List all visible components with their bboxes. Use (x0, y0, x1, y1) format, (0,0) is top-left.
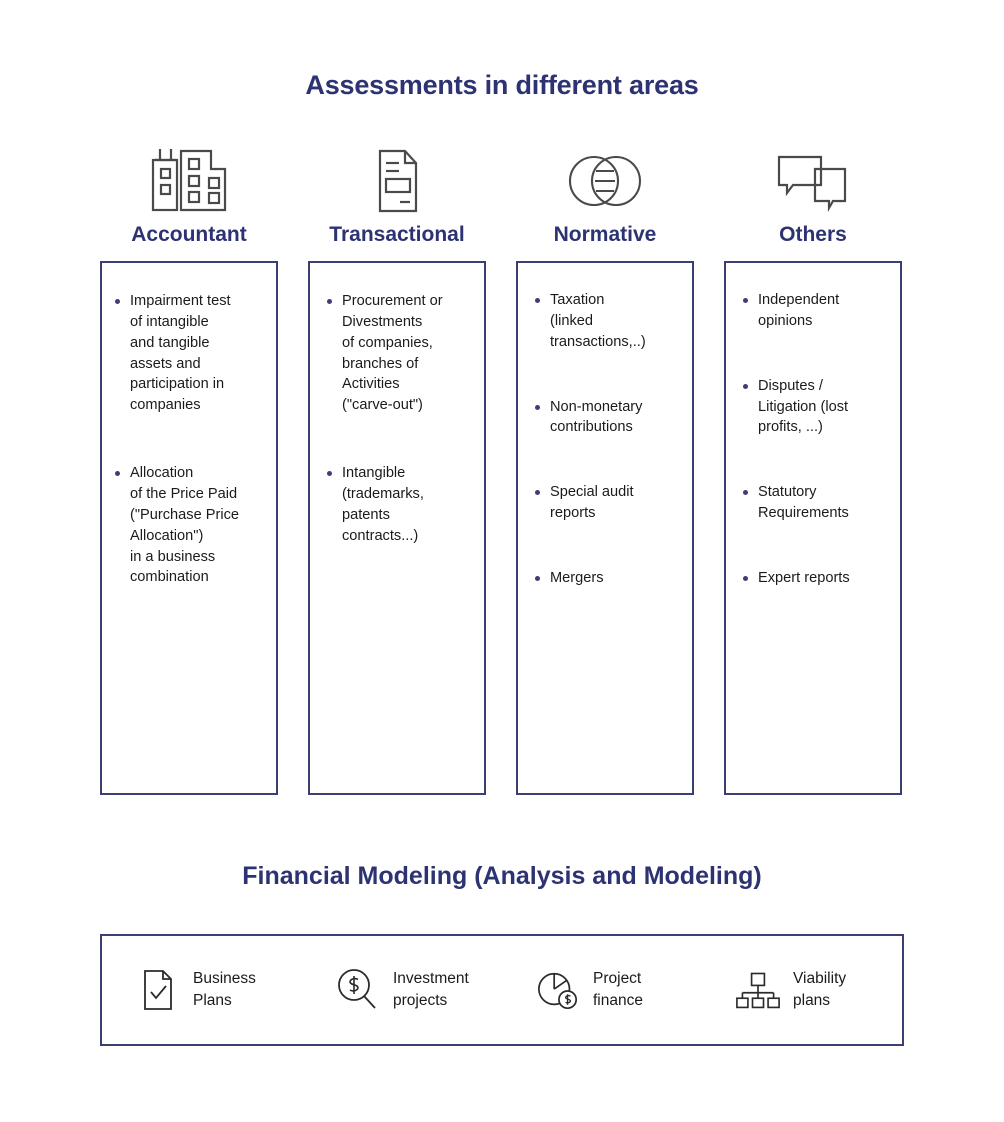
list-item: Impairment test of intangible and tangib… (112, 291, 266, 416)
column-card-normative: Taxation (linked transactions,..) Non-mo… (516, 261, 694, 795)
document-check-icon (136, 966, 180, 1014)
column-others: Others Independent opinions Disputes / L… (724, 145, 902, 795)
column-title-accountant: Accountant (131, 223, 247, 246)
org-chart-icon (736, 966, 780, 1014)
bottom-item-label: Investment projects (393, 969, 469, 1009)
column-transactional: Transactional Procurement or Divestments… (308, 145, 486, 795)
column-card-accountant: Impairment test of intangible and tangib… (100, 261, 278, 795)
magnifier-dollar-icon (336, 966, 380, 1014)
list-item: Statutory Requirements (740, 482, 890, 524)
bottom-item-label: Project finance (593, 969, 643, 1009)
column-card-transactional: Procurement or Divestments of companies,… (308, 261, 486, 795)
section-title-financial-modeling: Financial Modeling (Analysis and Modelin… (242, 862, 762, 890)
list-item: Allocation of the Price Paid ("Purchase … (112, 463, 266, 588)
bullet-list-normative: Taxation (linked transactions,..) Non-mo… (532, 290, 682, 589)
bullet-list-transactional: Procurement or Divestments of companies,… (324, 291, 474, 547)
column-card-others: Independent opinions Disputes / Litigati… (724, 261, 902, 795)
speech-bubbles-icon (724, 145, 902, 217)
column-title-transactional: Transactional (329, 223, 465, 246)
column-normative: Normative Taxation (linked transactions,… (516, 145, 694, 795)
bottom-item-viability-plans: Viability plans (702, 966, 902, 1014)
list-item: Procurement or Divestments of companies,… (324, 291, 474, 416)
page-title: Assessments in different areas (305, 70, 699, 100)
list-item: Intangible (trademarks, patents contract… (324, 463, 474, 546)
document-icon (308, 145, 486, 217)
office-buildings-icon (100, 145, 278, 217)
financial-modeling-bar: Business Plans Investment projects Proje (100, 934, 904, 1046)
bottom-item-label: Viability plans (793, 969, 847, 1009)
list-item: Non-monetary contributions (532, 397, 682, 439)
column-title-others: Others (779, 223, 847, 246)
list-item: Special audit reports (532, 482, 682, 524)
bottom-item-investment-projects: Investment projects (302, 966, 502, 1014)
list-item: Taxation (linked transactions,..) (532, 290, 682, 353)
bottom-item-business-plans: Business Plans (102, 966, 302, 1014)
bullet-list-others: Independent opinions Disputes / Litigati… (740, 290, 890, 589)
pie-chart-dollar-icon (536, 966, 580, 1014)
bullet-list-accountant: Impairment test of intangible and tangib… (112, 291, 266, 588)
list-item: Mergers (532, 568, 682, 589)
venn-diagram-icon (516, 145, 694, 217)
assessment-columns: Accountant Impairment test of intangible… (100, 145, 904, 795)
column-title-normative: Normative (553, 223, 657, 246)
bottom-item-project-finance: Project finance (502, 966, 702, 1014)
column-accountant: Accountant Impairment test of intangible… (100, 145, 278, 795)
list-item: Disputes / Litigation (lost profits, ...… (740, 376, 890, 439)
list-item: Expert reports (740, 568, 890, 589)
list-item: Independent opinions (740, 290, 890, 332)
bottom-item-label: Business Plans (193, 969, 256, 1009)
